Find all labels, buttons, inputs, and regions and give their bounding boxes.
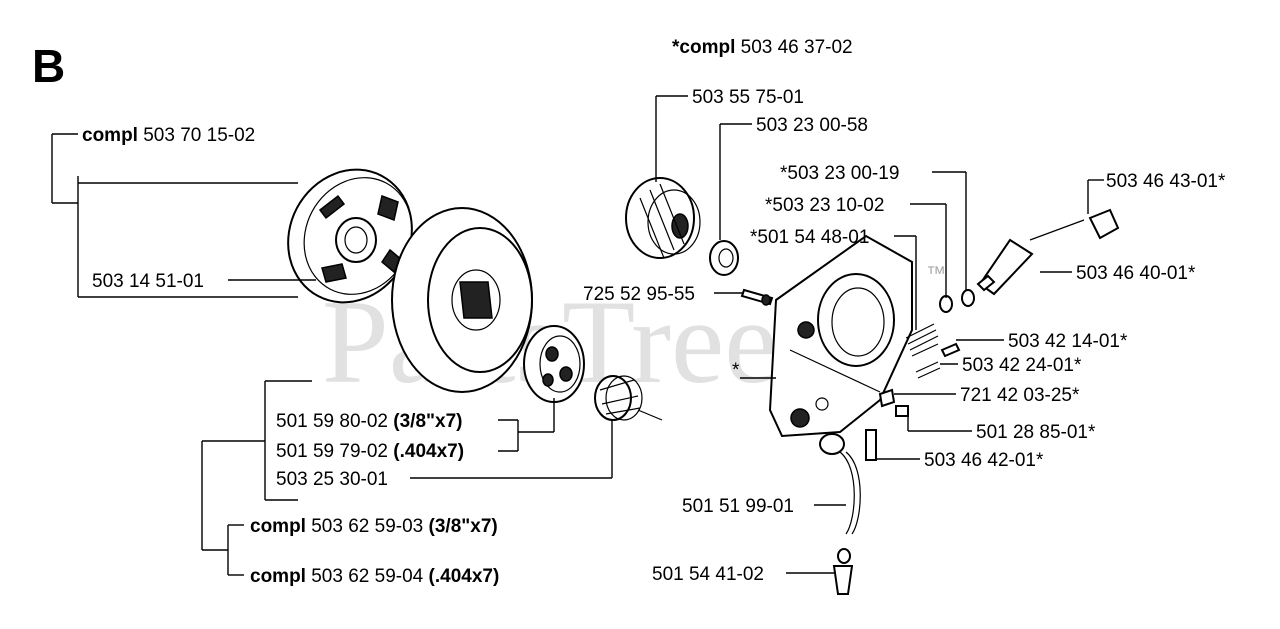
sprocket-drawing [523,325,585,403]
label-503-46-43-01: 503 46 43-01* [1106,171,1226,192]
label-503-14-51-01: 503 14 51-01 [92,271,204,292]
label-501-54-48-01: *501 54 48-01 [750,227,869,248]
pump-housing-drawing [768,234,913,438]
label-503-23-00-19: *503 23 00-19 [780,163,899,184]
label-501-59-79-02: 501 59 79-02 (.404x7) [276,441,464,462]
right-leader-lines [655,95,1104,574]
label-503-23-10-02: *503 23 10-02 [765,195,884,216]
screw-drawing [740,288,774,306]
label-compl-503-62-59-04: compl 503 62 59-04 (.404x7) [250,566,499,587]
label-501-51-99-01: 501 51 99-01 [682,496,794,517]
trademark-symbol: ™ [926,263,946,285]
needle-bearing-drawing [594,375,663,421]
label-503-55-75-01: 503 55 75-01 [692,87,804,108]
label-503-23-00-58: 503 23 00-58 [756,115,868,136]
washer-drawing [709,240,739,276]
worm-gear-drawing [625,177,701,259]
label-503-46-40-01: 503 46 40-01* [1076,263,1196,284]
label-asterisk: * [732,360,740,381]
label-501-54-41-02: 501 54 41-02 [652,564,764,585]
label-503-25-30-01: 503 25 30-01 [276,469,388,490]
label-501-59-80-02: 501 59 80-02 (3/8"x7) [276,411,463,432]
oil-hose-drawing [819,433,861,595]
label-503-42-24-01: 503 42 24-01* [962,355,1082,376]
label-501-28-85-01: 501 28 85-01* [976,422,1096,443]
label-503-42-14-01: 503 42 14-01* [1008,331,1128,352]
left-leader-lines [51,133,613,576]
section-letter: B [32,40,65,92]
label-compl-503-62-59-03: compl 503 62 59-03 (3/8"x7) [250,516,498,537]
spring-parts-drawing [865,289,975,461]
pump-shaft-drawing [976,208,1120,296]
label-503-46-42-01: 503 46 42-01* [924,450,1044,471]
label-compl-503-46-37-02: *compl 503 46 37-02 [672,37,853,58]
clutch-drum-drawing [391,207,533,393]
label-compl-503-70-15-02: compl 503 70 15-02 [82,125,255,146]
label-725-52-95-55: 725 52 95-55 [583,284,695,305]
label-721-42-03-25: 721 42 03-25* [960,385,1080,406]
